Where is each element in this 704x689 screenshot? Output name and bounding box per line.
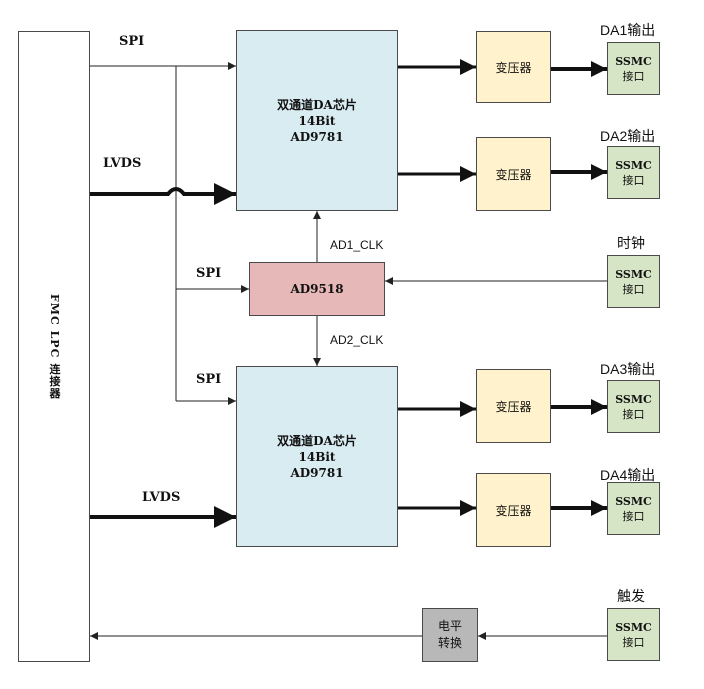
clock-chip-ad9518: AD9518 — [249, 262, 385, 316]
da-chip-bottom-part: AD9781 — [290, 465, 344, 480]
output-label-da2: DA2输出 — [600, 128, 656, 144]
ssmc-connector-da4: SSMC 接口 — [607, 482, 660, 535]
spi-label-bottom: SPI — [196, 372, 222, 387]
transformer-1: 变压器 — [476, 31, 551, 103]
transformer-3: 变压器 — [476, 369, 551, 443]
trigger-input-label: 触发 — [617, 588, 645, 604]
da-chip-top: 双通道DA芯片 14Bit AD9781 — [236, 30, 398, 211]
ad2-clk-label: AD2_CLK — [330, 333, 384, 347]
ssmc-connector-clock: SSMC 接口 — [607, 255, 660, 308]
ssmc-label: SSMC — [615, 158, 652, 172]
ssmc-connector-da1: SSMC 接口 — [607, 42, 660, 95]
da-chip-bottom-bits: 14Bit — [298, 449, 336, 464]
transformer-label: 变压器 — [495, 503, 532, 518]
output-label-da4: DA4输出 — [600, 467, 656, 483]
ssmc-connector-da2: SSMC 接口 — [607, 146, 660, 199]
ad1-clk-label: AD1_CLK — [330, 238, 384, 252]
clock-chip-label: AD9518 — [290, 282, 344, 296]
transformer-2: 变压器 — [476, 137, 551, 211]
transformer-4: 变压器 — [476, 473, 551, 547]
transformer-output-lines — [551, 61, 607, 516]
transformer-label: 变压器 — [495, 167, 532, 182]
ssmc-label: SSMC — [615, 54, 652, 68]
clock-lines — [313, 211, 607, 366]
da-output-lines — [398, 59, 476, 516]
ssmc-sublabel: 接口 — [622, 69, 645, 83]
da-chip-bottom-name: 双通道DA芯片 — [277, 433, 357, 448]
output-label-da1: DA1输出 — [600, 22, 656, 38]
fmc-lpc-connector: FMC LPC 连接器 — [18, 31, 90, 662]
ssmc-sublabel: 接口 — [622, 407, 645, 421]
level-converter-line1: 电平 — [437, 619, 462, 633]
spi-label-mid: SPI — [196, 266, 222, 281]
ssmc-sublabel: 接口 — [622, 509, 645, 523]
ssmc-label: SSMC — [615, 494, 652, 508]
lvds-label-bottom: LVDS — [142, 490, 181, 505]
level-converter-line2: 转换 — [437, 636, 462, 650]
clock-input-label: 时钟 — [617, 235, 645, 251]
spi-bus — [90, 62, 249, 405]
lvds-bus — [90, 183, 236, 528]
da-chip-top-name: 双通道DA芯片 — [277, 97, 357, 112]
da-chip-bottom: 双通道DA芯片 14Bit AD9781 — [236, 366, 398, 547]
ssmc-label: SSMC — [615, 620, 652, 634]
ssmc-label: SSMC — [615, 267, 652, 281]
level-converter: 电平 转换 — [422, 608, 478, 662]
transformer-label: 变压器 — [495, 60, 532, 75]
ssmc-label: SSMC — [615, 392, 652, 406]
lvds-label-top: LVDS — [103, 156, 142, 171]
ssmc-connector-trigger: SSMC 接口 — [607, 608, 660, 661]
output-label-da3: DA3输出 — [600, 361, 656, 377]
fmc-label: FMC LPC 连接器 — [48, 293, 61, 400]
ssmc-connector-da3: SSMC 接口 — [607, 380, 660, 433]
ssmc-sublabel: 接口 — [622, 173, 645, 187]
ssmc-sublabel: 接口 — [622, 282, 645, 296]
da-chip-top-part: AD9781 — [290, 129, 344, 144]
ssmc-sublabel: 接口 — [622, 635, 645, 649]
transformer-label: 变压器 — [495, 399, 532, 414]
spi-label-top: SPI — [119, 34, 145, 49]
da-chip-top-bits: 14Bit — [298, 113, 336, 128]
